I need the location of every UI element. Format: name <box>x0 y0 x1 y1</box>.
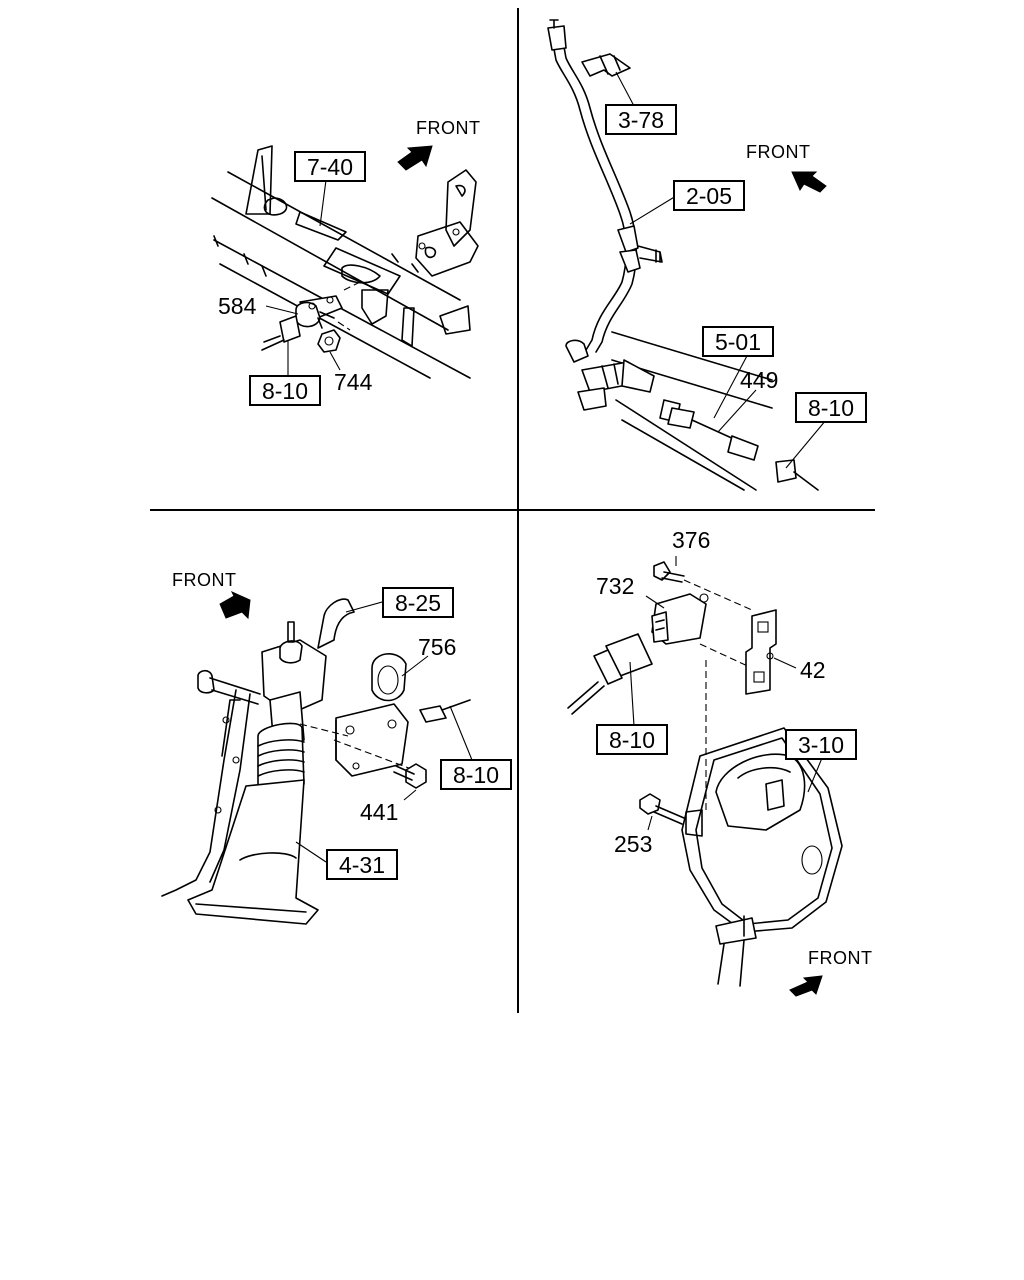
leader-5-01 <box>713 353 749 419</box>
front-label: FRONT <box>746 142 811 162</box>
part-label-376: 376 <box>672 527 710 553</box>
assembly-dashed-line <box>299 723 415 771</box>
part-label-42: 42 <box>800 657 826 683</box>
frame-illustration <box>211 145 479 379</box>
ref-box-2-05 <box>673 180 745 211</box>
panel-bottom-left: FRONT <box>161 570 512 925</box>
valve-assembly <box>565 331 819 491</box>
part-label-756: 756 <box>418 634 456 660</box>
mount-tab <box>685 809 703 837</box>
panel-bottom-right: FRONT <box>567 527 873 997</box>
part-584-sensor <box>295 295 343 329</box>
part-376-bolt <box>653 561 685 583</box>
part-42-bracket <box>745 609 777 695</box>
ref-box-8-10 <box>440 759 512 790</box>
leader-42 <box>773 657 797 669</box>
ref-label-3-10: 3-10 <box>798 732 844 758</box>
leader-253 <box>647 815 653 831</box>
leader-8-10 <box>629 661 635 727</box>
ref-box-8-10 <box>249 375 321 406</box>
ref-label-8-10: 8-10 <box>262 378 308 404</box>
steering-column-illustration <box>161 598 355 925</box>
ref-label-8-25: 8-25 <box>395 590 441 616</box>
ref-label-5-01: 5-01 <box>715 329 761 355</box>
connector-plug <box>261 315 301 351</box>
leader-3-78 <box>615 71 635 107</box>
ref-box-8-10 <box>795 392 867 423</box>
leader-4-31 <box>295 841 327 863</box>
part-label-441: 441 <box>360 799 398 825</box>
leader-732 <box>645 595 665 609</box>
leader-584 <box>265 305 299 315</box>
ref-label-8-10: 8-10 <box>453 762 499 788</box>
part-label-253: 253 <box>614 831 652 857</box>
leader-8-10 <box>785 419 827 469</box>
hose-illustration <box>547 19 663 353</box>
leader-2-05 <box>629 195 677 225</box>
leader-3-10 <box>807 757 823 793</box>
ref-box-7-40 <box>294 151 366 182</box>
assembly-dashed-line <box>337 281 361 331</box>
ref-box-3-78 <box>605 104 677 135</box>
panel-top-right: FRONT <box>547 19 867 491</box>
front-arrow-icon <box>791 171 827 193</box>
ref-box-3-10 <box>785 729 857 760</box>
ref-label-8-10: 8-10 <box>808 395 854 421</box>
part-253-bolt <box>639 793 685 825</box>
connector-plug <box>419 699 471 723</box>
leader-756 <box>401 655 429 677</box>
front-label: FRONT <box>172 570 237 590</box>
panel-top-left: FRONT <box>211 118 481 406</box>
leader-449 <box>717 389 757 433</box>
ref-box-4-31 <box>326 849 398 880</box>
front-label: FRONT <box>808 948 873 968</box>
front-arrow-icon <box>219 590 251 620</box>
front-arrow-icon <box>397 145 433 171</box>
front-label: FRONT <box>416 118 481 138</box>
leader-441 <box>403 789 417 801</box>
ref-box-5-01 <box>702 326 774 357</box>
ref-label-8-10: 8-10 <box>609 727 655 753</box>
part-3-10-housing <box>681 727 843 987</box>
ref-label-2-05: 2-05 <box>686 183 732 209</box>
part-756-module <box>335 653 409 777</box>
part-label-584: 584 <box>218 293 257 319</box>
ref-label-3-78: 3-78 <box>618 107 664 133</box>
leader-8-10 <box>449 705 473 761</box>
part-732-sensor <box>651 593 709 645</box>
ref-box-8-25 <box>382 587 454 618</box>
front-arrow-icon <box>789 975 823 997</box>
ref-label-4-31: 4-31 <box>339 852 385 878</box>
leader-8-25 <box>345 601 383 613</box>
assembly-dashed-line <box>683 579 753 669</box>
leader-7-40 <box>319 179 327 227</box>
part-label-744: 744 <box>334 369 373 395</box>
part-744-nut <box>317 329 341 353</box>
part-label-732: 732 <box>596 573 634 599</box>
connector-plug <box>567 633 653 715</box>
part-label-449: 449 <box>740 367 778 393</box>
leader-744 <box>329 351 341 371</box>
ref-box-8-10 <box>596 724 668 755</box>
part-441-bolt <box>393 763 427 789</box>
ref-label-7-40: 7-40 <box>307 154 353 180</box>
